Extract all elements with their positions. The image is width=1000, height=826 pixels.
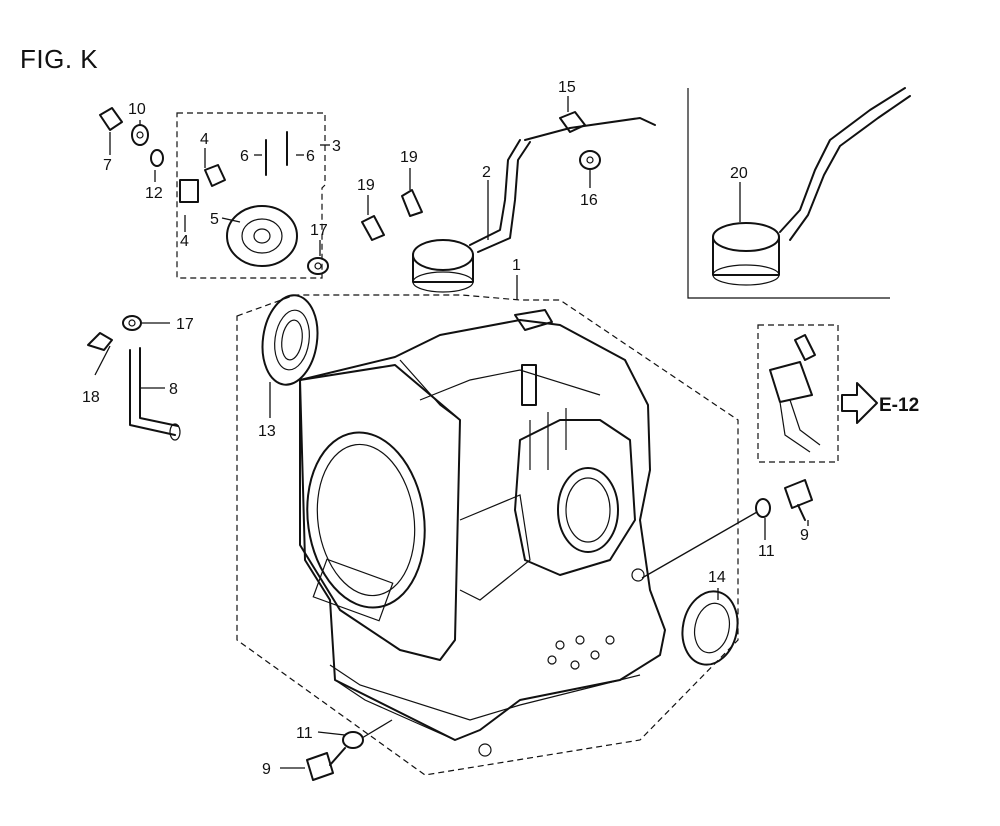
callout-7: 7 (103, 157, 112, 174)
oil-level-switch-2 (412, 111, 656, 293)
callout-13: 13 (258, 423, 276, 440)
oil-pump-group-box (176, 112, 326, 279)
washer-10 (131, 124, 149, 146)
figure-title: FIG. K (20, 44, 99, 74)
switch-assembly (769, 334, 821, 453)
callout-2: 2 (482, 164, 491, 181)
clip-18 (87, 332, 113, 351)
block-4b (179, 179, 199, 203)
cylinder-block (299, 309, 666, 757)
washer-17-right (307, 257, 329, 275)
oil-pump-gear-5 (226, 205, 298, 267)
oil-seal-13 (261, 294, 319, 386)
callout-17-left: 17 (176, 316, 194, 333)
breather-pipe-8 (129, 347, 181, 441)
oil-sensor-20 (712, 87, 911, 286)
callout-20: 20 (730, 165, 748, 182)
callout-18: 18 (82, 389, 100, 406)
callout-11-bottom: 11 (296, 725, 313, 742)
callout-17-right: 17 (310, 222, 328, 239)
washer-11-right (755, 498, 771, 518)
leader-lines (94, 96, 809, 769)
reference-label: E-12 (879, 395, 919, 416)
grommet-16 (579, 150, 601, 170)
callout-10: 10 (128, 101, 146, 118)
callout-12: 12 (145, 185, 163, 202)
callout-9-right: 9 (800, 527, 809, 544)
bolt-19a (361, 215, 385, 241)
callout-16: 16 (580, 192, 598, 209)
nut-17-left (122, 315, 142, 331)
crankcase-group-box (236, 294, 739, 776)
callout-5: 5 (210, 211, 219, 228)
callout-6-right: 6 (306, 148, 315, 165)
option-panel-frame (687, 88, 890, 299)
callout-4-lower: 4 (180, 233, 189, 250)
callout-11-right: 11 (758, 543, 775, 560)
callout-3: 3 (332, 138, 341, 155)
callout-6-left: 6 (240, 148, 249, 165)
callout-1: 1 (512, 257, 521, 274)
bolt-19b (401, 189, 423, 217)
washer-11-bottom (342, 731, 364, 749)
oil-seal-14 (681, 590, 739, 666)
bolt-9-right (784, 479, 813, 521)
plate-4a (204, 164, 226, 187)
reference-arrow-icon (841, 382, 878, 424)
callout-14: 14 (708, 569, 726, 586)
callout-9-bottom: 9 (262, 761, 271, 778)
callout-15: 15 (558, 79, 576, 96)
bolt-7 (99, 107, 123, 131)
switch-group-box (757, 324, 839, 463)
bolt-9-bottom (306, 747, 346, 781)
callout-4-upper: 4 (200, 131, 209, 148)
callout-19-right: 19 (400, 149, 418, 166)
callout-19-left: 19 (357, 177, 375, 194)
nut-12 (150, 149, 164, 167)
callout-8: 8 (169, 381, 178, 398)
